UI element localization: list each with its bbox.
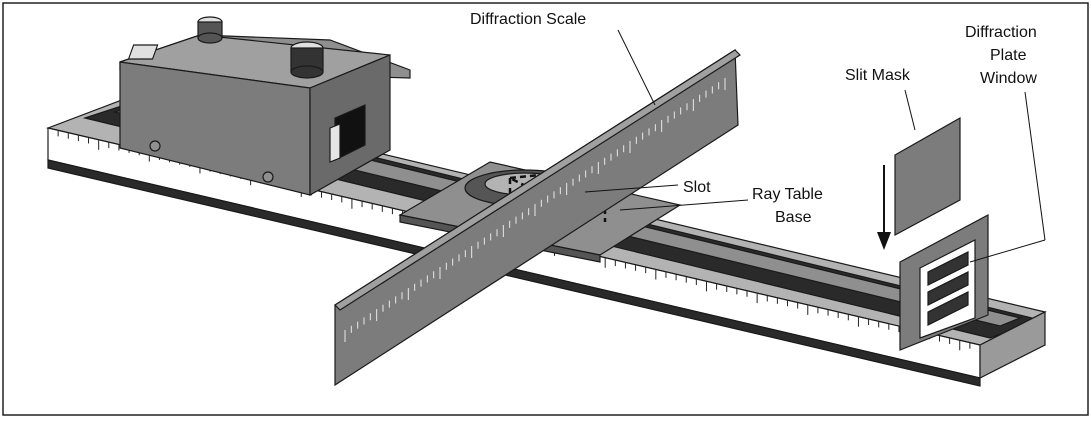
- diffraction-scale-ticks: [344, 78, 726, 342]
- label-diffraction-scale: Diffraction Scale: [470, 11, 586, 28]
- slit-mask: [894, 116, 961, 237]
- diffraction-scale-bar: [334, 48, 741, 387]
- label-diffraction-plate-window-1: Diffraction: [965, 24, 1037, 41]
- label-slit-mask: Slit Mask: [845, 67, 911, 84]
- label-slot: Slot: [683, 179, 711, 196]
- leader-lines: [584, 29, 1046, 263]
- label-diffraction-plate-window-2: Plate: [990, 47, 1027, 64]
- light-source-box: [119, 16, 411, 197]
- label-ray-table-base-2: Base: [775, 209, 812, 226]
- label-ray-table-base-1: Ray Table: [752, 186, 823, 203]
- insertion-arrow: [877, 165, 891, 250]
- diffraction-plate-window: [899, 213, 989, 351]
- label-diffraction-plate-window-3: Window: [980, 70, 1037, 87]
